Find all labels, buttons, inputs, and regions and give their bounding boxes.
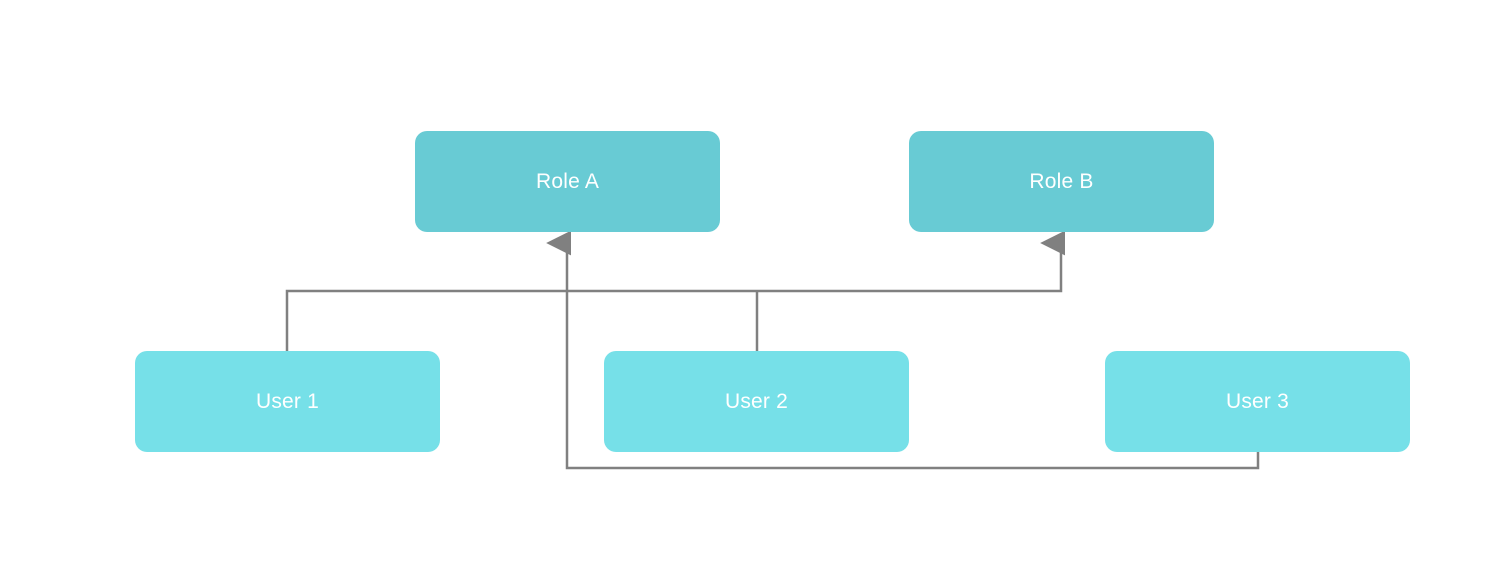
node-user-1[interactable]: User 1	[135, 351, 440, 452]
node-user-3-label: User 3	[1225, 390, 1290, 413]
node-user-3[interactable]: User 3	[1105, 351, 1410, 452]
node-role-b-label: Role B	[1029, 170, 1094, 193]
node-user-2[interactable]: User 2	[604, 351, 909, 452]
node-role-a-label: Role A	[535, 170, 600, 193]
node-role-b[interactable]: Role B	[909, 131, 1214, 232]
edge-user3-to-rolea	[546, 230, 1260, 470]
node-user-1-label: User 1	[255, 390, 320, 413]
node-role-a[interactable]: Role A	[415, 131, 720, 232]
node-user-2-label: User 2	[724, 390, 789, 413]
edge-user1-to-roleb	[285, 230, 1066, 351]
